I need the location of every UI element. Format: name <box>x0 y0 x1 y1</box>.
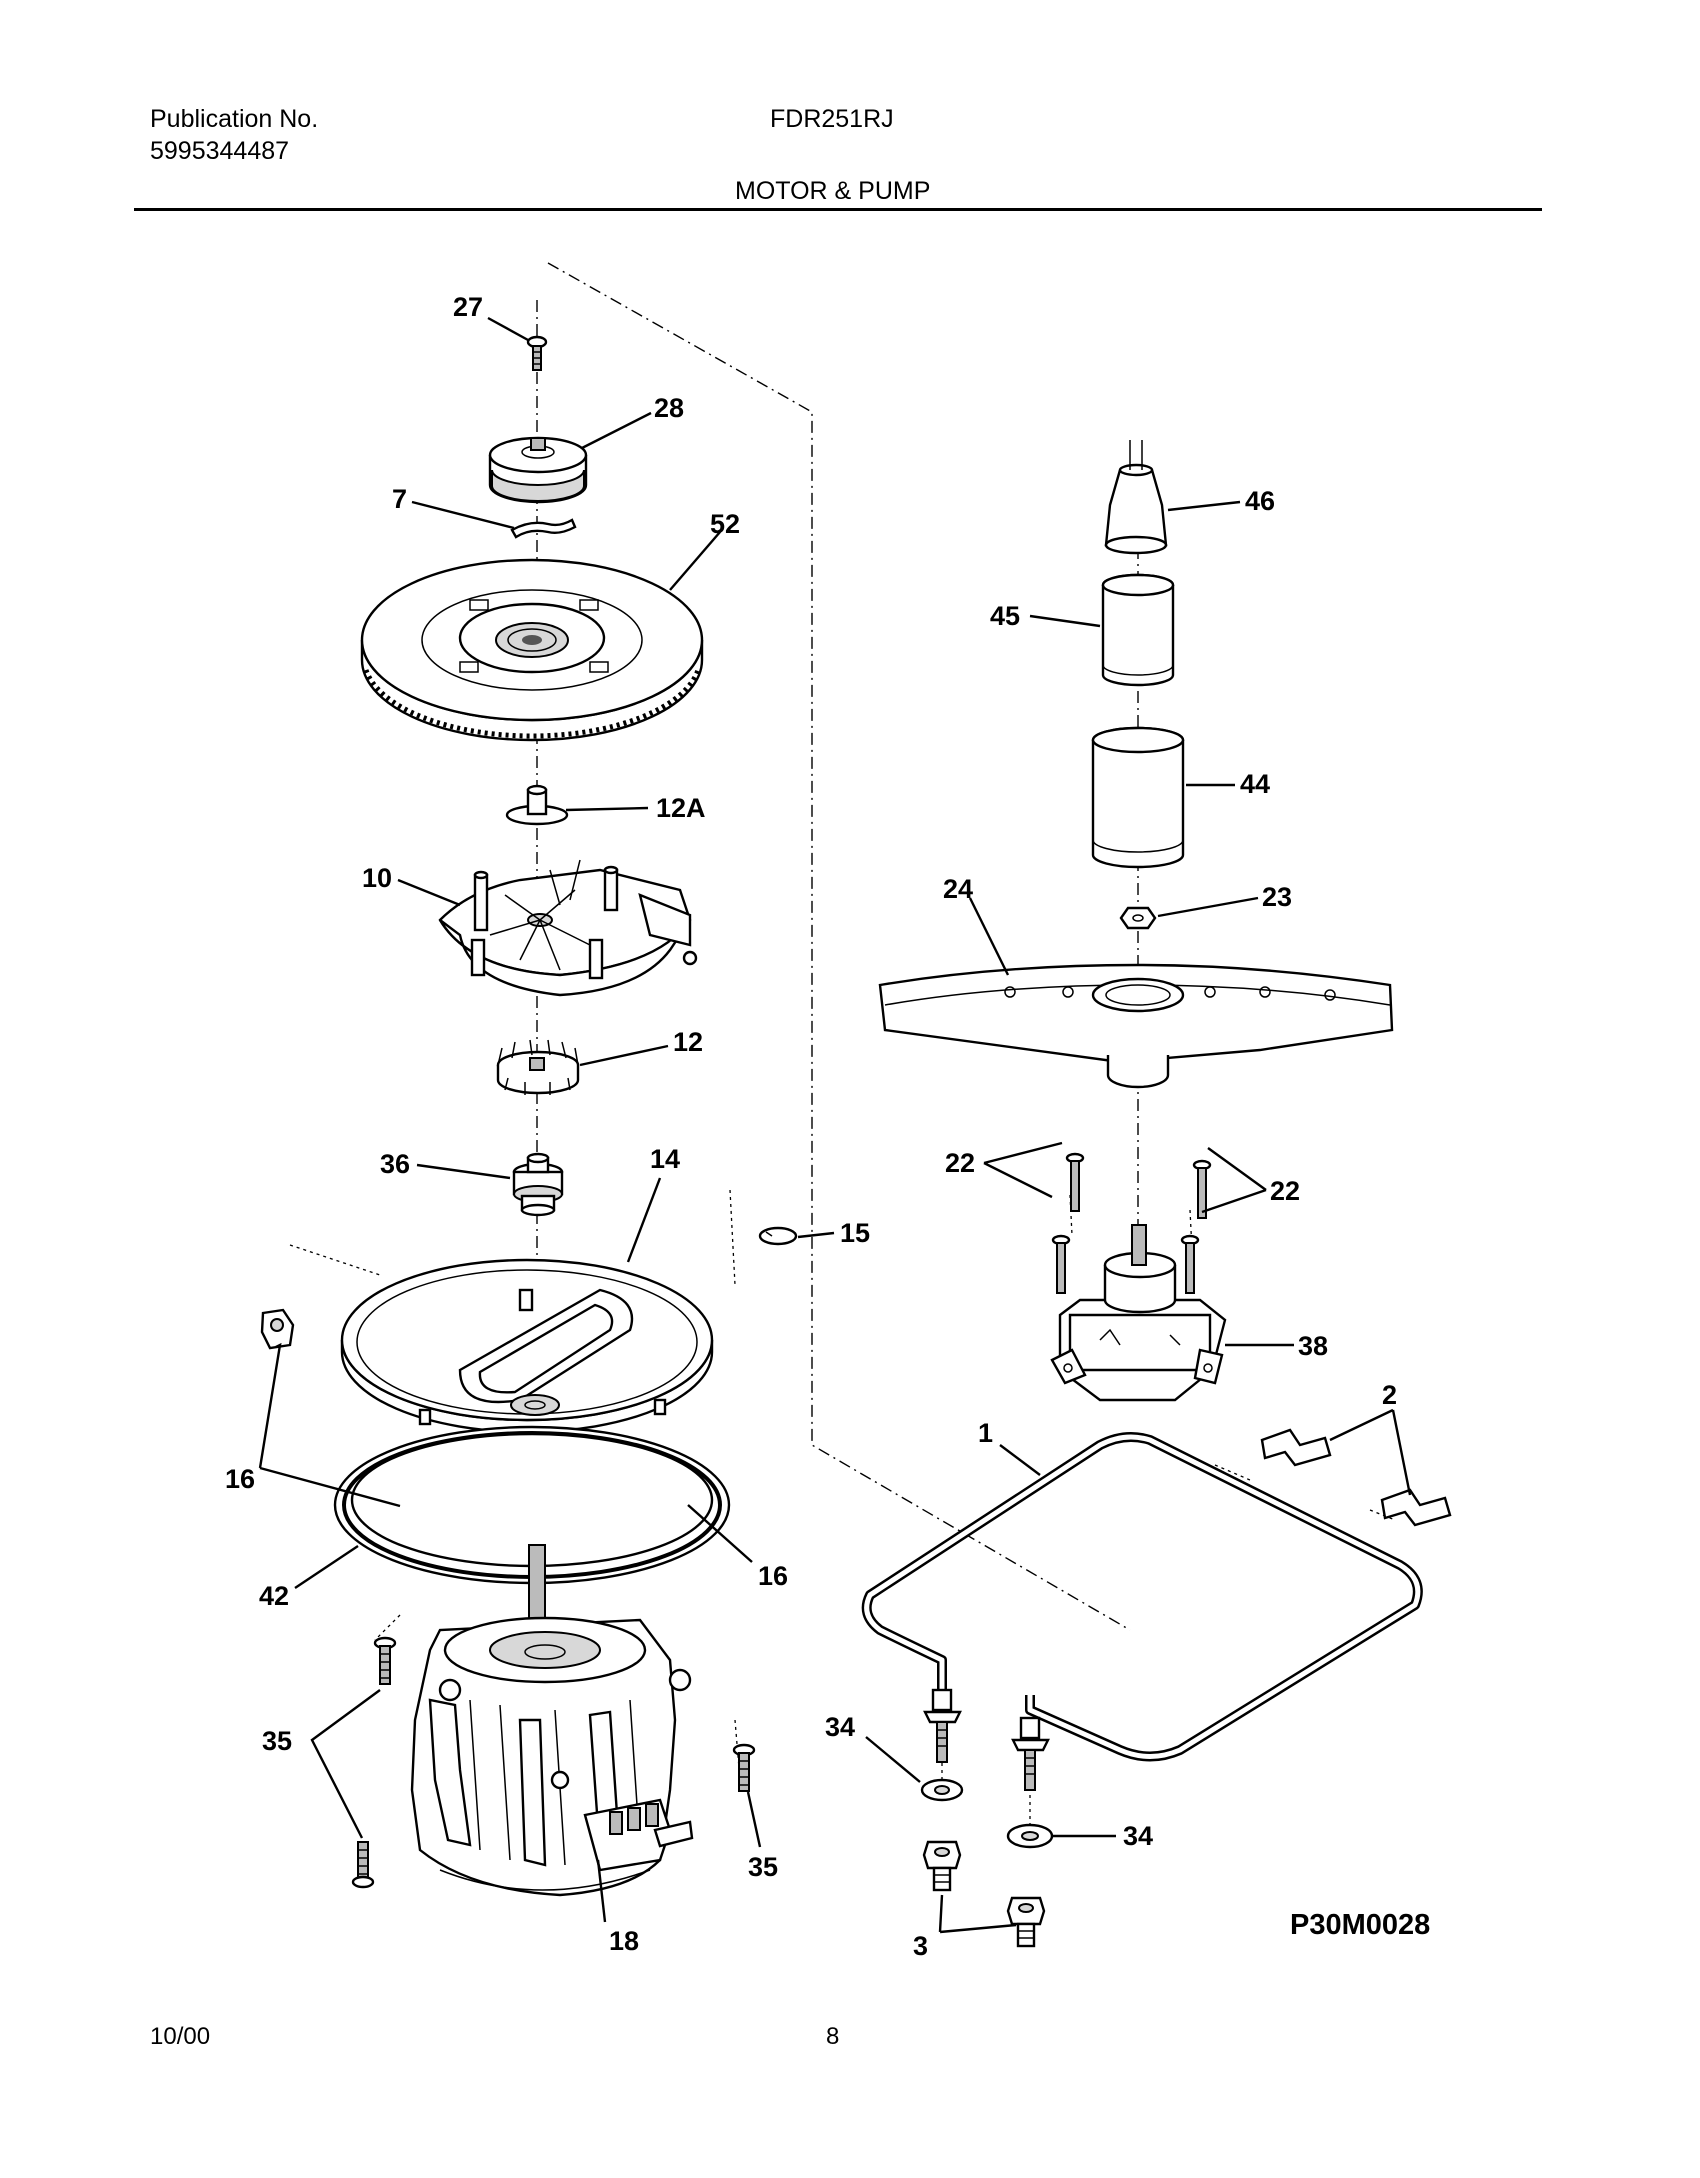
callout-label: 12 <box>673 1027 703 1057</box>
callout-label: 16 <box>225 1464 255 1494</box>
callout-label: 23 <box>1262 882 1292 912</box>
part-ring-15 <box>758 1226 798 1246</box>
callout-label: 24 <box>943 874 973 904</box>
part-clip-2-upper <box>1260 1428 1332 1467</box>
part-washer-34-right <box>1006 1823 1054 1849</box>
part-gear-52 <box>360 558 704 742</box>
part-terminal-left <box>923 1688 962 1763</box>
part-washer-34-left <box>920 1778 964 1802</box>
part-screw-35-right <box>732 1743 756 1792</box>
callout-label: 18 <box>609 1926 639 1956</box>
callout-label: 34 <box>825 1712 855 1742</box>
callout-label: 2 <box>1382 1380 1397 1410</box>
part-spray-arm-24 <box>878 963 1394 1089</box>
part-screw-22-b <box>1051 1234 1071 1294</box>
footer-date: 10/00 <box>150 2023 211 2050</box>
callout-label: 45 <box>990 601 1020 631</box>
part-screw-35-upper <box>373 1636 397 1685</box>
part-manifold-38 <box>1050 1224 1227 1402</box>
part-screw-22-a <box>1065 1152 1085 1212</box>
callout-label: 28 <box>654 393 684 423</box>
section-title: MOTOR & PUMP <box>735 177 931 205</box>
part-impeller-12 <box>496 1039 580 1095</box>
callout-label: 36 <box>380 1149 410 1179</box>
part-screw-22-c <box>1192 1159 1212 1219</box>
callout-label: 35 <box>748 1852 778 1882</box>
callout-label: 1 <box>978 1418 993 1448</box>
publication-number: 5995344487 <box>150 137 290 165</box>
callout-labels: 27 28 7 52 12A 10 12 36 14 15 16 16 42 3… <box>225 292 1397 1961</box>
header-rule <box>134 208 1542 211</box>
callout-label: 12A <box>656 793 706 823</box>
part-washer-12a <box>505 784 569 826</box>
part-terminal-right <box>1011 1716 1050 1791</box>
callout-label: 3 <box>913 1931 928 1961</box>
callout-label: 7 <box>392 484 407 514</box>
part-tube-46 <box>1104 440 1168 555</box>
callout-label: 22 <box>945 1148 975 1178</box>
part-screw-35-lower <box>351 1841 375 1889</box>
callout-label: 10 <box>362 863 392 893</box>
part-heater-1 <box>861 1431 1423 1762</box>
part-seal-36 <box>512 1152 564 1217</box>
part-nut-16-upper <box>260 1308 295 1350</box>
part-clip-7 <box>510 518 577 539</box>
callout-label: 22 <box>1270 1176 1300 1206</box>
part-screw-22-d <box>1180 1234 1200 1294</box>
part-clip-2-lower <box>1380 1488 1452 1527</box>
callout-label: 27 <box>453 292 483 322</box>
callout-label: 46 <box>1245 486 1275 516</box>
callout-label: 15 <box>840 1218 870 1248</box>
part-screw-27 <box>526 335 548 371</box>
part-motor-18 <box>410 1616 694 1897</box>
part-nut-3-right <box>1006 1896 1046 1948</box>
callout-label: 34 <box>1123 1821 1153 1851</box>
leader-lines <box>258 316 1412 1934</box>
callout-label: 16 <box>758 1561 788 1591</box>
callout-label: 44 <box>1240 769 1270 799</box>
part-nut-23 <box>1119 906 1157 930</box>
diagram-code: P30M0028 <box>1290 1909 1430 1941</box>
callout-label: 38 <box>1298 1331 1328 1361</box>
part-housing-10 <box>438 859 698 997</box>
callout-label: 52 <box>710 509 740 539</box>
part-cap-28 <box>488 436 588 504</box>
publication-label: Publication No. <box>150 105 319 133</box>
page-number: 8 <box>826 2023 840 2050</box>
callout-label: 35 <box>262 1726 292 1756</box>
part-tube-44 <box>1091 726 1185 869</box>
part-base-14 <box>340 1258 714 1434</box>
callout-label: 14 <box>650 1144 680 1174</box>
part-nut-3-left <box>922 1840 962 1892</box>
callout-label: 42 <box>259 1581 289 1611</box>
model-number: FDR251RJ <box>770 105 894 133</box>
part-tube-45 <box>1101 573 1175 687</box>
